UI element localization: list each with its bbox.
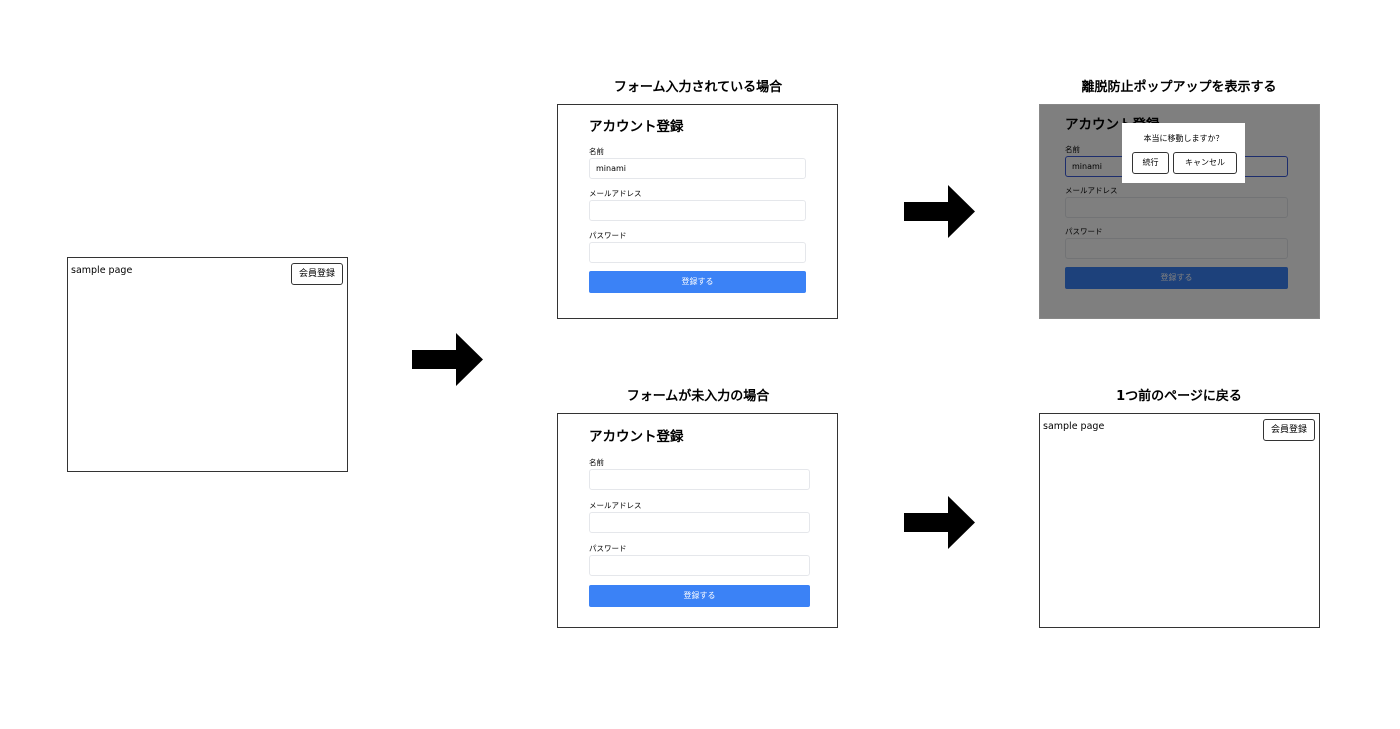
sample-page-label: sample page: [1043, 421, 1105, 432]
email-label: メールアドレス: [589, 501, 642, 510]
email-label: メールアドレス: [589, 189, 642, 198]
password-input[interactable]: [589, 242, 806, 263]
dialog-message: 本当に移動しますか？: [1143, 134, 1224, 143]
arrow-right-icon: [904, 496, 975, 549]
name-label: 名前: [589, 458, 604, 467]
name-label: 名前: [589, 147, 604, 156]
name-input[interactable]: minami: [589, 158, 806, 179]
caption-popup: 離脱防止ポップアップを表示する: [1081, 80, 1277, 95]
sample-page-label: sample page: [71, 265, 133, 276]
form-title: アカウント登録: [589, 429, 684, 445]
caption-empty: フォームが未入力の場合: [626, 389, 770, 404]
leave-confirm-dialog: 本当に移動しますか？ 続行 キャンセル: [1122, 123, 1245, 183]
popup-form-frame: アカウント登録 名前 minami メールアドレス パスワード 登録する 本当に…: [1039, 104, 1320, 319]
register-submit-button[interactable]: 登録する: [589, 271, 806, 293]
member-register-button[interactable]: 会員登録: [1263, 419, 1315, 441]
filled-form-frame: アカウント登録 名前 minami メールアドレス パスワード 登録する: [557, 104, 838, 319]
empty-form-frame: アカウント登録 名前 メールアドレス パスワード 登録する: [557, 413, 838, 628]
email-input[interactable]: [589, 200, 806, 221]
email-input[interactable]: [589, 512, 810, 533]
arrow-right-icon: [904, 185, 975, 238]
start-page-frame: sample page 会員登録: [67, 257, 348, 472]
continue-button[interactable]: 続行: [1132, 152, 1169, 174]
register-submit-button[interactable]: 登録する: [589, 585, 810, 607]
password-label: パスワード: [589, 544, 627, 553]
caption-filled: フォーム入力されている場合: [613, 80, 783, 95]
caption-back: 1つ前のページに戻る: [1116, 389, 1242, 404]
name-input[interactable]: [589, 469, 810, 490]
password-label: パスワード: [589, 231, 627, 240]
password-input[interactable]: [589, 555, 810, 576]
cancel-button[interactable]: キャンセル: [1173, 152, 1237, 174]
form-title: アカウント登録: [589, 119, 684, 135]
arrow-right-icon: [412, 333, 483, 386]
back-page-frame: sample page 会員登録: [1039, 413, 1320, 628]
member-register-button[interactable]: 会員登録: [291, 263, 343, 285]
